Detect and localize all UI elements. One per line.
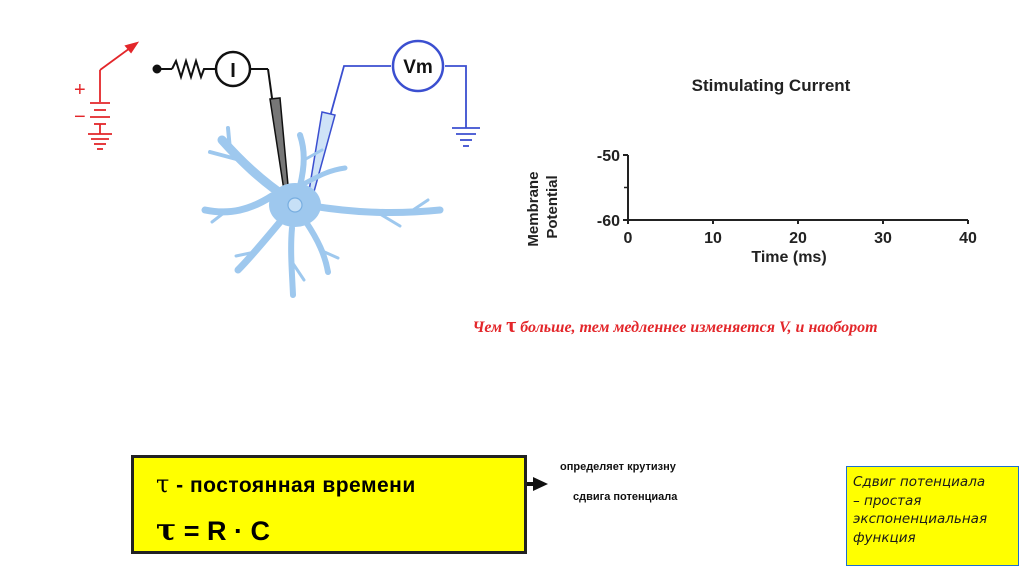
x-tick-label: 20: [789, 230, 807, 247]
tau-symbol-formula: τ: [156, 513, 177, 548]
current-meter-icon: I: [214, 50, 252, 88]
time-constant-formula: τ = R · C: [156, 513, 270, 548]
tau-note: Чем τ больше, тем медленнее изменяется V…: [330, 312, 1020, 338]
time-constant-label: постоянная времени: [189, 474, 416, 497]
chart-axes: [627, 155, 968, 221]
y-tick-label: -50: [597, 148, 620, 165]
chart-xlabel: Time (ms): [751, 249, 826, 266]
x-tick-label: 30: [874, 230, 892, 247]
chart-ticks: 0 10 20 30 40 -50 -60: [597, 148, 977, 247]
battery-circuit: [88, 41, 140, 150]
chart-ylabel-line1: Membrane: [525, 172, 542, 247]
tau-note-pre: Чем: [472, 319, 507, 336]
exponential-note-line2: – простая: [853, 492, 922, 509]
x-tick-label: 40: [959, 230, 977, 247]
battery-plus: +: [74, 79, 86, 101]
tau-note-symbol: τ: [506, 312, 517, 337]
x-tick-label: 0: [624, 230, 633, 247]
tau-symbol: τ: [156, 470, 170, 498]
y-tick-label: -60: [597, 213, 620, 230]
voltage-meter-label: Vm: [403, 57, 433, 78]
exponential-note-line4: функция: [853, 529, 916, 546]
side-note-line2: сдвига потенциала: [573, 491, 678, 503]
chart-ylabel-line2: Potential: [544, 175, 561, 238]
time-constant-title: τ - постоянная времени: [156, 470, 416, 498]
voltage-meter-icon: Vm: [391, 39, 445, 93]
x-tick-label: 10: [704, 230, 722, 247]
exponential-note-line1: Сдвиг потенциала: [853, 474, 986, 490]
side-note-line1: определяет крутизну: [560, 461, 676, 473]
chart-title: Stimulating Current: [692, 76, 851, 95]
exponential-note: Сдвиг потенциала – простая экспоненциаль…: [846, 466, 1019, 566]
tau-note-post: больше, тем медленнее изменяется V, и на…: [516, 319, 878, 336]
battery-minus: −: [74, 106, 86, 128]
neuron-nucleus: [287, 197, 303, 213]
exponential-note-line3: экспоненциальная: [853, 511, 988, 527]
formula-text: = R · C: [183, 516, 270, 546]
current-meter-label: I: [230, 60, 236, 82]
tau-dash: -: [169, 474, 190, 497]
time-constant-box: τ - постоянная времени τ = R · C: [131, 455, 527, 554]
chart-ylabel: Membrane Potential: [525, 167, 561, 246]
